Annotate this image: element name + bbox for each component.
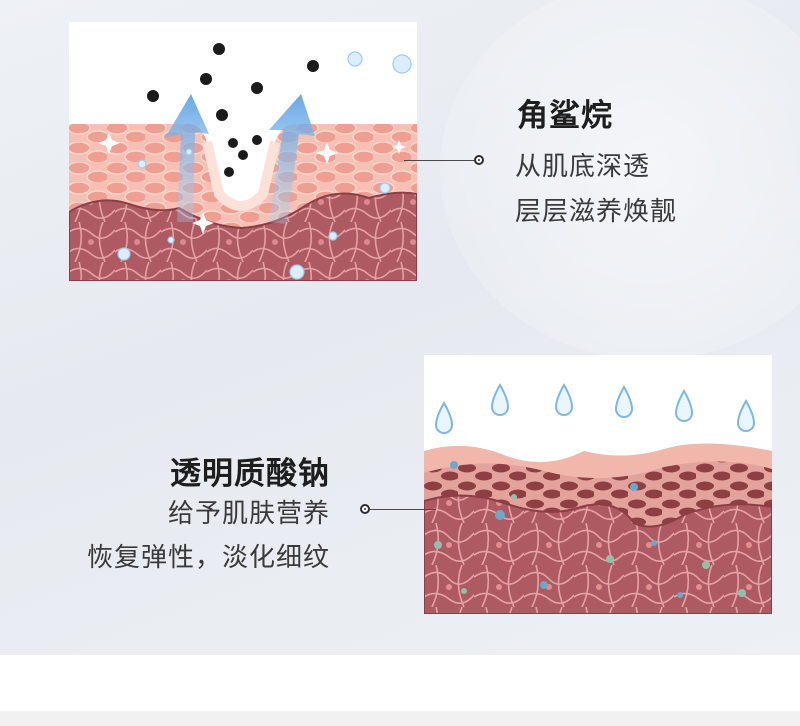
section-2-line-2: 恢复弹性，淡化细纹 — [86, 543, 330, 573]
water-droplet-icon — [434, 382, 756, 434]
section-2-connector-dot — [360, 504, 370, 514]
upward-arrow-icon — [165, 94, 209, 222]
water-droplet-icon — [117, 51, 412, 280]
section-1-title: 角鲨烷 — [517, 98, 613, 134]
black-particle-icon — [147, 43, 319, 177]
page-footer-strip — [0, 711, 800, 726]
section-1-line-2: 层层滋养焕靓 — [515, 197, 678, 227]
section-2-title: 透明质酸钠 — [170, 456, 330, 492]
section-2-line-1: 给予肌肤营养 — [167, 499, 330, 529]
section-1-connector-line — [404, 160, 474, 161]
hyaluronate-particle-icon — [434, 461, 746, 598]
section-1-connector-dot — [474, 155, 484, 165]
hyaluronate-skin-illustration — [424, 355, 772, 614]
section-2-connector-line — [370, 509, 436, 510]
sparkle-icon — [98, 132, 406, 234]
section-1-line-1: 从肌底深透 — [515, 152, 651, 182]
upward-arrow-icon — [269, 94, 315, 224]
squalane-skin-illustration — [69, 22, 417, 281]
